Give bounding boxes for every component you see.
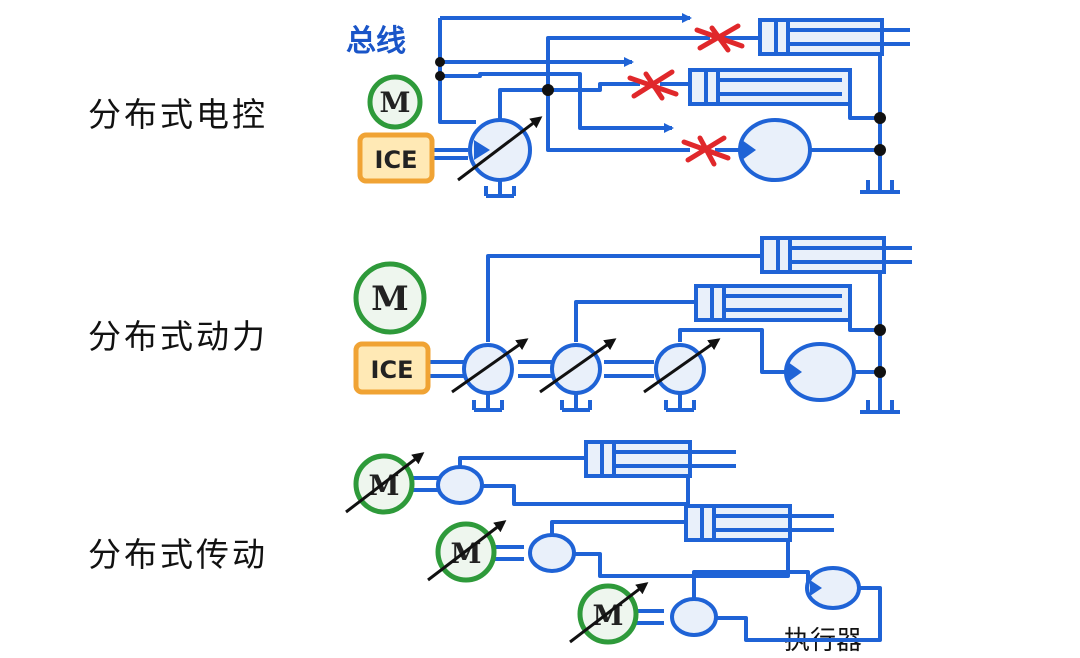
engine-ice-label: ICE [371, 356, 414, 384]
variable-arrow-pump1-r2 [451, 338, 529, 394]
variable-arrow-pump-r1 [457, 116, 543, 182]
bus-trunk-line [438, 18, 476, 124]
motor-triangle-r1 [742, 140, 756, 160]
shaft-a [412, 476, 440, 492]
pump-b-r3 [528, 533, 576, 573]
pump-2-r2 [550, 343, 602, 395]
junction-dot [874, 144, 886, 156]
junction-dot [874, 366, 886, 378]
valve-x-3 [681, 135, 731, 167]
junction-dot [435, 71, 445, 81]
cylinder-1-r2-rod [776, 238, 912, 272]
shaft-c [636, 609, 664, 625]
pump-triangle-r1 [474, 140, 490, 160]
shaft-ice-pump-r1 [432, 148, 468, 160]
cylinder-1 [758, 18, 884, 56]
row-label-electronic-control: 分布式电控 [88, 95, 268, 134]
hydraulic-motor-r3 [805, 566, 861, 610]
hydraulic-motor-r1 [738, 118, 812, 182]
return-c-motor [716, 586, 882, 642]
cylinder-2-rod [704, 70, 842, 104]
variable-arrow-m-a [345, 452, 425, 514]
junction-dot [542, 84, 554, 96]
bus-line-low [440, 72, 674, 133]
line-b-cyl [550, 520, 686, 536]
motor-m-r2 [353, 261, 427, 335]
variable-arrow-m-c [569, 582, 649, 644]
motor-m-label: M [371, 279, 409, 319]
pump-1-r2 [462, 343, 514, 395]
valve-x-2 [627, 69, 679, 101]
return-b-cyl [574, 540, 790, 578]
valve-x-1 [694, 23, 745, 53]
pressure-line-mid [548, 82, 640, 92]
engine-ice-r1 [357, 132, 435, 184]
line-pump1-cyl1 [486, 254, 762, 342]
pressure-line-low [546, 90, 690, 152]
tank-sides-r1 [866, 180, 894, 192]
variable-arrow-pump3-r2 [643, 338, 721, 394]
cylinder-1-rod [774, 20, 910, 54]
junction-dot [874, 112, 886, 124]
hydraulic-motor-r2 [784, 342, 856, 402]
cylinder-b-rod [700, 506, 834, 540]
line-pump2-cyl2 [574, 300, 696, 342]
pump-a-r3 [436, 465, 484, 505]
cylinder-a-rod [600, 442, 736, 476]
motor-triangle-r3 [810, 580, 822, 596]
cylinder-2 [688, 68, 852, 106]
shaft-b [494, 545, 524, 561]
shaft-pump1-pump2 [518, 360, 554, 378]
engine-ice-label: ICE [375, 146, 418, 174]
cylinder-1-r2 [760, 236, 886, 274]
junction-dot [435, 57, 445, 67]
pump1-tank-r2 [472, 392, 504, 412]
motor-m-r1 [367, 74, 423, 130]
pump-c-r3 [670, 597, 718, 637]
motor-triangle-r2 [788, 362, 802, 382]
pump-tank-r1 [484, 180, 516, 198]
bus-label: 总线 [346, 24, 406, 59]
cylinder-2-r2 [694, 284, 852, 322]
line-a-cyl [458, 456, 586, 470]
motor-m-label: M [380, 86, 411, 119]
pump3-tank-r2 [664, 392, 696, 412]
pump2-tank-r2 [560, 392, 592, 412]
pressure-line-top [498, 36, 710, 122]
shaft-pump2-pump3 [604, 360, 654, 378]
shaft-ice-pump1-r2 [430, 360, 466, 378]
tank-r2 [860, 400, 900, 414]
engine-ice-r2 [353, 341, 431, 395]
pump-3-r2 [654, 343, 706, 395]
cylinder-2-r2-rod [710, 286, 842, 320]
variable-arrow-pump2-r2 [539, 338, 617, 394]
variable-arrow-m-b [427, 520, 507, 582]
row-label-power: 分布式动力 [88, 317, 268, 356]
return-a-cyl [480, 476, 690, 506]
line-pump3-motor [678, 328, 786, 374]
row-label-transmission: 分布式传动 [88, 535, 268, 574]
junction-dot [874, 324, 886, 336]
